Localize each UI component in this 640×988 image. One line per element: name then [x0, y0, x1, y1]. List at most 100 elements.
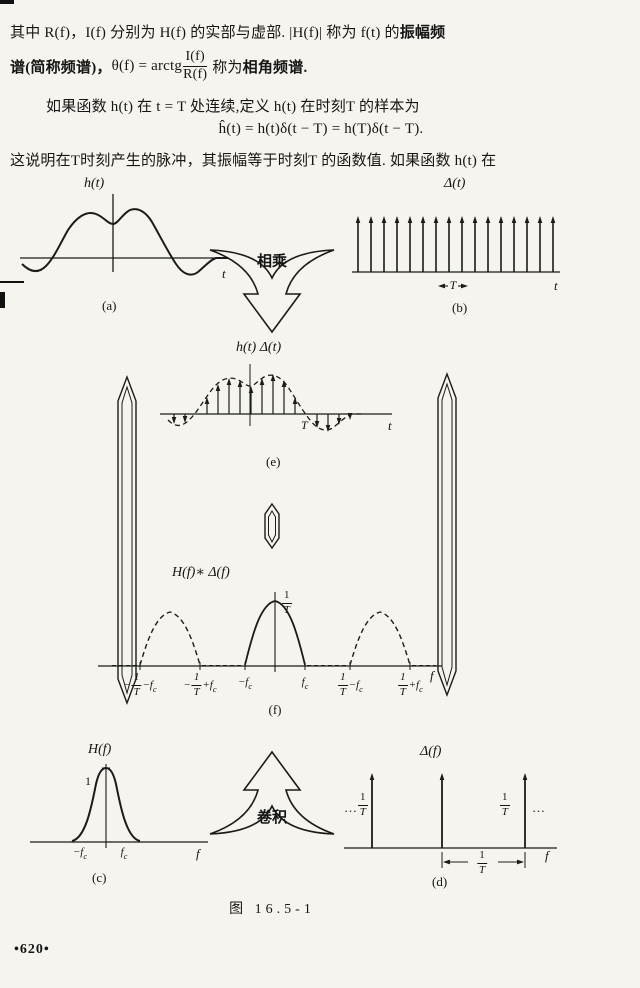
impulse-arrowhead	[511, 216, 517, 223]
impulse-arrowhead	[248, 386, 254, 393]
tick-post: −f	[348, 679, 360, 692]
scan-artifact	[0, 0, 14, 4]
plot-b-spacing-label: T	[449, 278, 457, 292]
scan-artifact	[0, 292, 5, 308]
impulse-arrowhead	[182, 416, 188, 423]
amp-num: 1	[358, 791, 368, 806]
figure-caption: 图 16.5-1	[229, 902, 315, 917]
tick-den: T	[133, 685, 140, 698]
text-line-2-post: 称为	[212, 59, 243, 76]
impulse-arrowhead	[394, 216, 400, 223]
text-line-2-bold: 谱(简称频谱)，	[10, 59, 112, 76]
tick-num: 1	[191, 671, 202, 686]
tick-den: T	[193, 685, 200, 698]
tick-sub: c	[212, 684, 217, 695]
plot-a-title: h(t)	[84, 176, 105, 191]
tick-pre: f	[120, 846, 124, 858]
scan-artifact	[0, 281, 24, 283]
plot-d-dots-left: …	[344, 800, 357, 815]
fraction-denominator: R(f)	[183, 66, 208, 82]
plot-c-title: H(f)	[88, 742, 112, 757]
plot-c-canvas	[30, 764, 208, 848]
plot-f-axis-label: f	[430, 668, 434, 683]
fourier-arrow-outer	[264, 502, 280, 550]
page-number: •620•	[14, 942, 50, 957]
plot-b-canvas	[352, 216, 560, 289]
impulse-arrowhead	[204, 397, 210, 404]
f-center-lobe	[244, 600, 306, 666]
plot-f-canvas	[98, 592, 442, 672]
d-spacing-arrowhead-right	[517, 859, 524, 865]
amp-den: T	[359, 805, 366, 818]
text-line-2-term: 相角频谱.	[242, 59, 308, 76]
text-line-2-pre: θ(f) = arctg	[111, 57, 183, 74]
tick-sub: c	[359, 684, 363, 695]
impulse-arrowhead	[472, 216, 478, 223]
impulse-arrowhead	[215, 384, 221, 391]
f-right-lobe-dashed	[349, 611, 411, 666]
spacing-num: 1	[477, 849, 487, 864]
convolve-arrow-label: 卷积	[256, 810, 288, 826]
text-line-1-term: 振幅频	[399, 25, 446, 41]
plot-e-canvas	[160, 364, 392, 432]
impulse-arrowhead	[550, 216, 556, 223]
tick-sub: c	[419, 684, 423, 695]
impulse-arrowhead	[446, 216, 452, 223]
multiply-arrow-outline	[209, 249, 335, 334]
tick-pre: −f	[237, 676, 249, 688]
plot-e: h(t) Δ(t) T t (e)	[160, 340, 405, 477]
spacing-den: T	[478, 863, 486, 876]
d-spacing-arrowhead-left	[443, 859, 450, 865]
impulse-arrowhead	[325, 425, 331, 432]
impulse-arrowhead	[381, 216, 387, 223]
text-line-5: 这说明在T时刻产生的脉冲，其振幅等于时刻T 的函数值. 如果函数 h(t) 在	[10, 153, 497, 169]
plot-b-tag: (b)	[452, 300, 468, 315]
fourier-arrow-inner	[268, 510, 276, 544]
tick-sub: c	[152, 684, 157, 695]
fourier-pair-arrow-left	[117, 375, 137, 705]
fourier-pair-arrow-center	[264, 502, 280, 550]
impulse-arrowhead	[281, 380, 287, 387]
phase-fraction: I(f) R(f)	[183, 49, 208, 82]
impulse-arrowhead	[270, 374, 276, 381]
text-line-3: 如果函数 h(t) 在 t = T 处连续,定义 h(t) 在时刻T 的样本为	[46, 99, 420, 115]
e-envelope-dashed-curve	[167, 374, 362, 431]
tick-post: −f	[142, 679, 153, 692]
fraction-numerator: I(f)	[183, 49, 207, 67]
fourier-arrow-inner	[441, 382, 453, 687]
b-spacing-arrowhead-left	[438, 283, 445, 289]
plot-c-amplitude-label: 1	[85, 774, 91, 788]
impulse-arrowhead	[369, 773, 375, 780]
tick-num: 1	[131, 671, 142, 686]
plot-d-dots-right: …	[532, 800, 545, 815]
impulse-arrowhead	[171, 417, 177, 424]
fourier-pair-arrow-right	[437, 372, 457, 697]
plot-d-axis-label: f	[545, 848, 549, 863]
impulse-arrowhead	[407, 216, 413, 223]
impulse-arrowhead	[336, 418, 342, 425]
impulse-arrowhead	[498, 216, 504, 223]
plot-e-tag: (e)	[266, 454, 281, 469]
b-spacing-arrowhead-right	[461, 283, 468, 289]
tick-den: T	[339, 685, 346, 698]
impulse-arrowhead	[522, 773, 528, 780]
impulse-arrowhead	[439, 773, 445, 780]
plot-b-axis-label: t	[554, 278, 558, 293]
impulse-arrowhead	[524, 216, 530, 223]
plot-a: h(t) t (a)	[18, 176, 250, 318]
impulse-arrowhead	[226, 378, 232, 385]
impulse-arrowhead	[237, 380, 243, 387]
impulse-arrowhead	[347, 413, 353, 420]
tick-post: +f	[408, 679, 420, 692]
amp-num: 1	[282, 589, 292, 604]
plot-b: Δ(t) T t (b)	[352, 176, 567, 318]
